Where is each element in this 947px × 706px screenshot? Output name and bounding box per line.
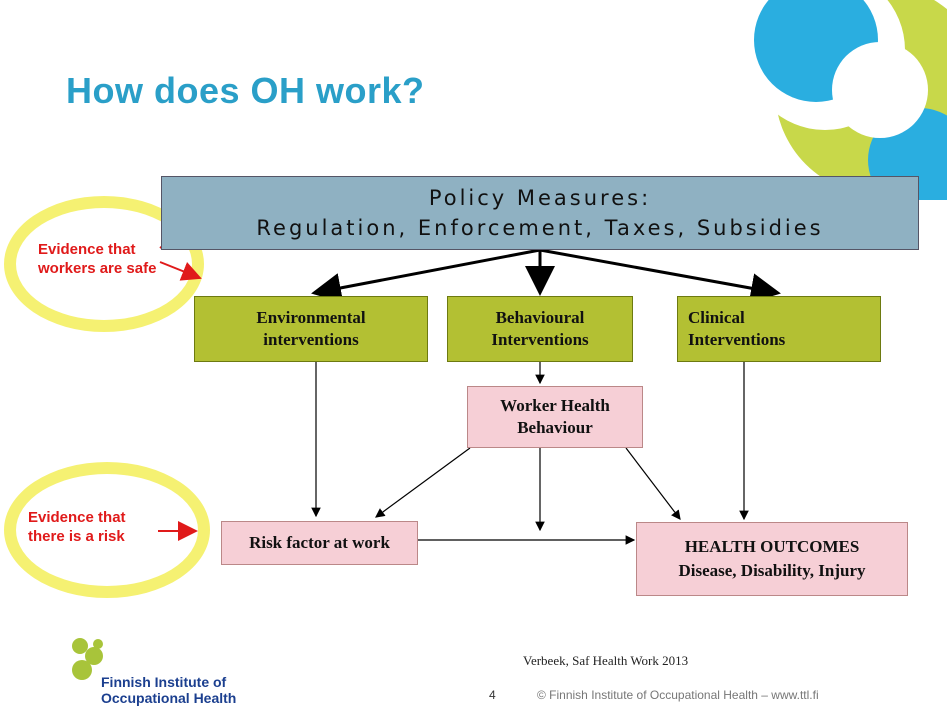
policy-line2: Regulation, Enforcement, Taxes, Subsidie… (256, 216, 824, 240)
logo-line1: Finnish Institute of (101, 674, 227, 690)
outcomes-line2: Disease, Disability, Injury (678, 561, 866, 580)
health-outcomes-box: HEALTH OUTCOMES Disease, Disability, Inj… (636, 522, 908, 596)
page-number: 4 (489, 688, 496, 702)
white-circle-inner (832, 42, 928, 138)
environmental-interventions-box: Environmental interventions (194, 296, 428, 362)
behavioural-interventions-box: Behavioural Interventions (447, 296, 633, 362)
clin-line2: Interventions (688, 330, 786, 349)
policy-line1: Policy Measures: (428, 186, 652, 210)
clinical-interventions-box: Clinical Interventions (677, 296, 881, 362)
beh-line1: Behavioural (495, 308, 585, 327)
annotation-risk-line1: Evidence that (28, 509, 126, 526)
env-line2: interventions (263, 330, 359, 349)
arrow-policy-env (311, 248, 541, 303)
annotation-safe-line1: Evidence that (38, 241, 136, 258)
footer-copyright: © Finnish Institute of Occupational Heal… (537, 688, 819, 702)
annotation-safe: Evidence that workers are safe (38, 240, 156, 278)
worker-line1: Worker Health (500, 396, 610, 415)
risk-factor-label: Risk factor at work (249, 533, 390, 552)
slide-title: How does OH work? (66, 70, 425, 111)
decorative-circles (745, 0, 947, 200)
annotation-safe-line2: workers are safe (38, 260, 157, 277)
env-line1: Environmental (256, 308, 366, 327)
arrow-policy-clin (539, 248, 781, 303)
worker-line2: Behaviour (517, 418, 593, 437)
worker-health-behaviour-box: Worker Health Behaviour (467, 386, 643, 448)
beh-line2: Interventions (491, 330, 589, 349)
annotation-risk: Evidence that there is a risk (28, 508, 126, 546)
policy-measures-box: Policy Measures: Regulation, Enforcement… (161, 176, 919, 250)
logo-text: Finnish Institute of Occupational Health (101, 674, 236, 706)
arrow-worker-risk (375, 447, 471, 518)
clin-line1: Clinical (688, 308, 745, 327)
risk-factor-box: Risk factor at work (221, 521, 418, 565)
citation: Verbeek, Saf Health Work 2013 (523, 653, 689, 668)
ttl-logo-icon (72, 638, 103, 680)
annotation-risk-line2: there is a risk (28, 528, 125, 545)
arrow-worker-outcomes (625, 447, 681, 520)
outcomes-line1: HEALTH OUTCOMES (684, 537, 860, 556)
red-arrow-safe-down (159, 261, 202, 281)
logo-line2: Occupational Health (101, 690, 237, 706)
